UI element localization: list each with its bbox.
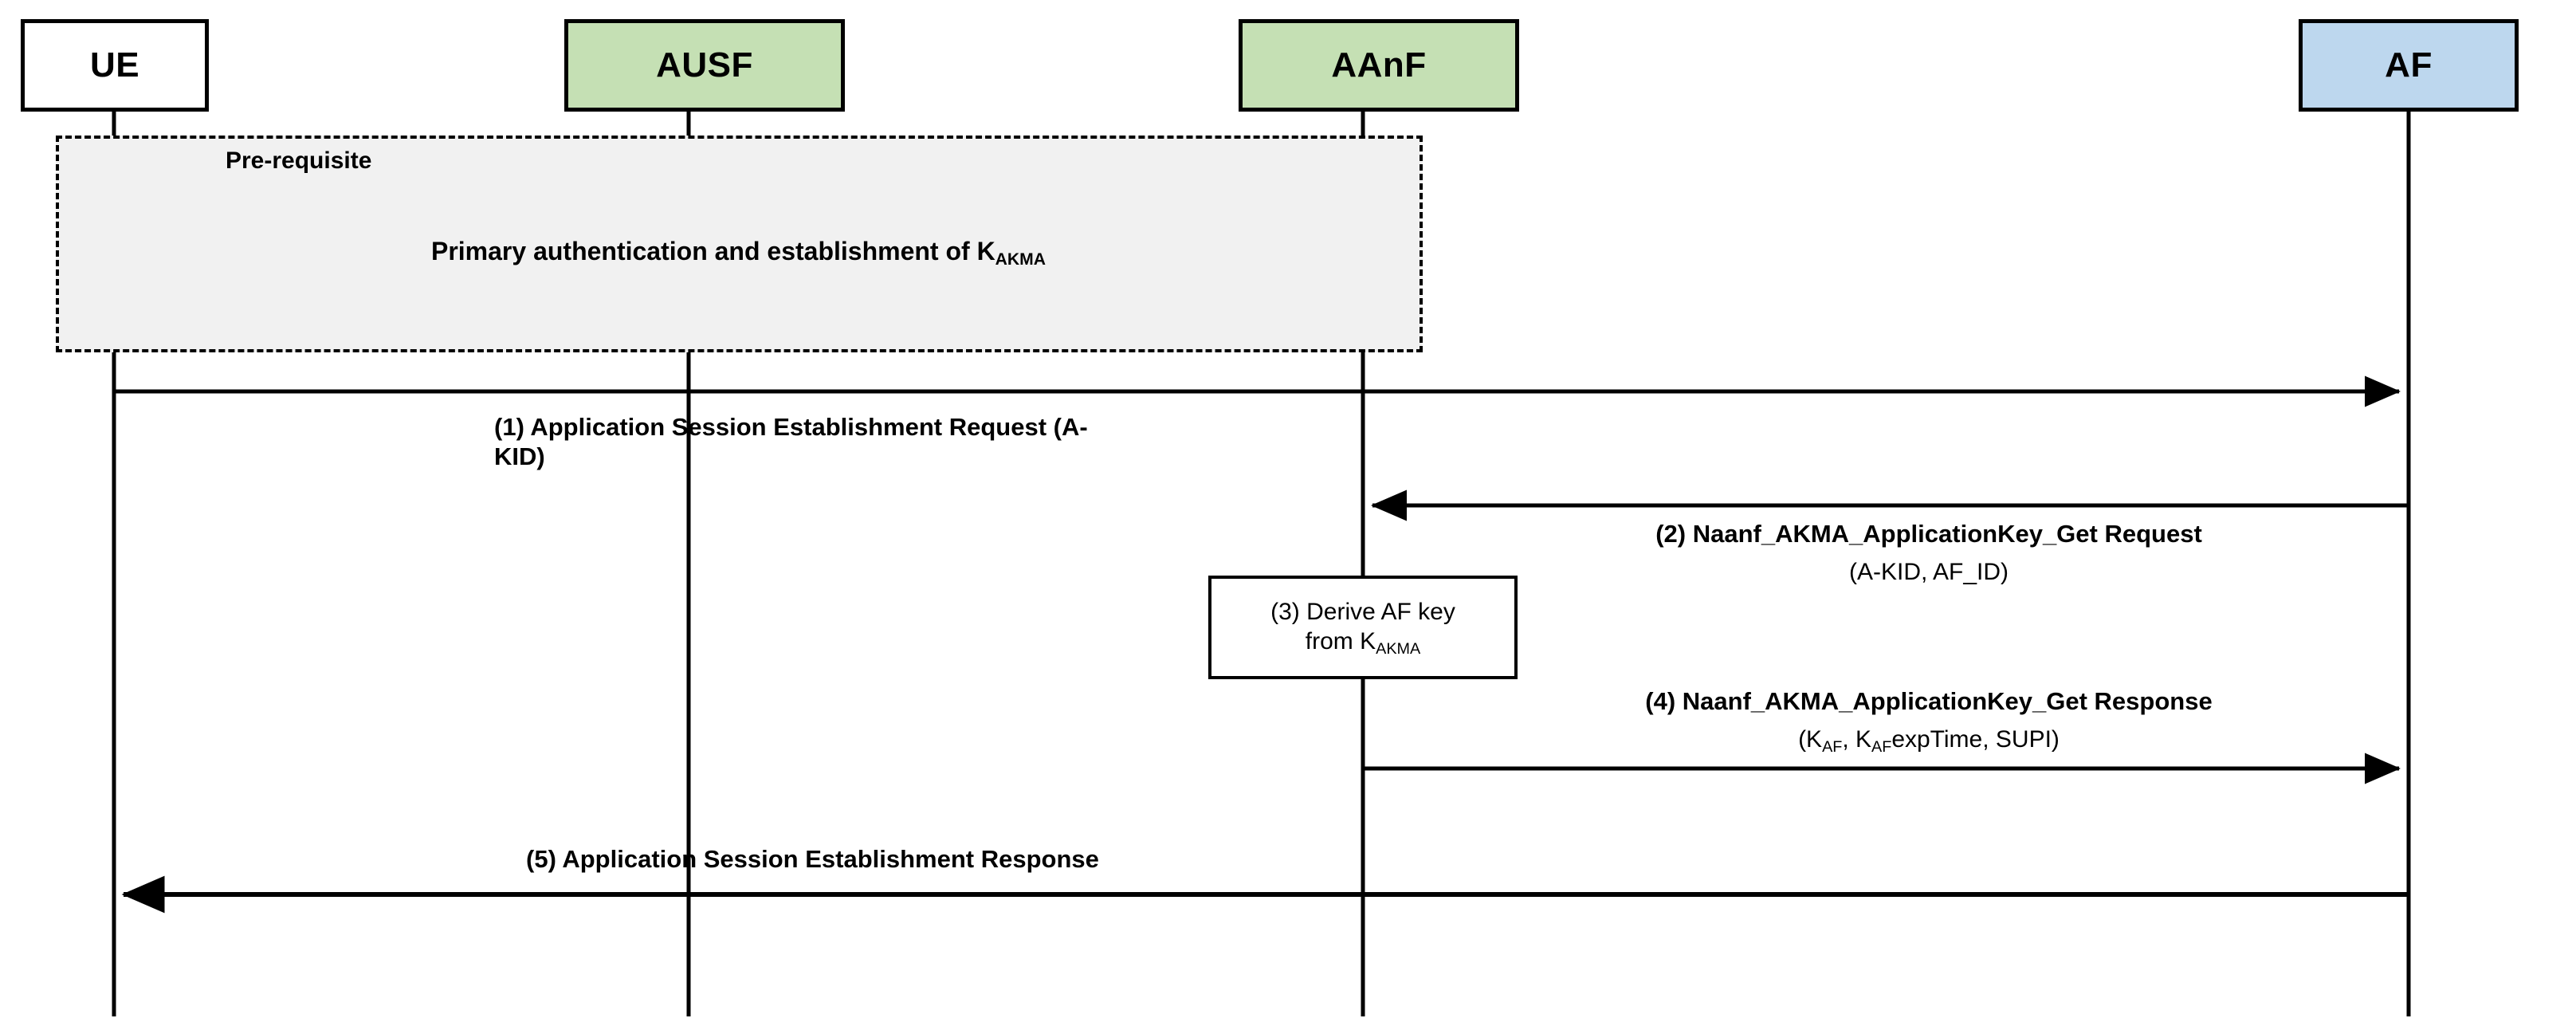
- message-params-4-sub2: AF: [1871, 737, 1892, 756]
- message-params-4-sub1: AF: [1822, 737, 1843, 756]
- note-text: (3) Derive AF key from KAKMA: [1266, 598, 1460, 658]
- actor-label-af: AF: [2385, 45, 2433, 85]
- message-params-4: (KAF, KAFexpTime, SUPI): [1459, 725, 2399, 756]
- note-text-line1: (3) Derive AF key: [1270, 599, 1455, 626]
- actor-label-ue: UE: [89, 45, 140, 85]
- note-text-line2-prefix: from K: [1305, 628, 1376, 654]
- prerequisite-arrow-label-main: Primary authentication and establishment…: [430, 237, 995, 265]
- prerequisite-title: Pre-requisite: [226, 147, 372, 174]
- message-params-4-mid: , K: [1842, 726, 1872, 753]
- prerequisite-frame: [56, 136, 1423, 352]
- message-label-1: (1) Application Session Establishment Re…: [494, 413, 1299, 471]
- message-label-1-line2: KID): [494, 442, 545, 470]
- actor-box-aanf[interactable]: AAnF: [1239, 19, 1519, 112]
- message-label-5: (5) Application Session Establishment Re…: [526, 845, 1099, 873]
- message-params-4-prefix: (K: [1798, 726, 1823, 753]
- message-label-1-line1: (1) Application Session Establishment Re…: [494, 413, 1088, 441]
- prerequisite-arrow-label-sub: AKMA: [995, 250, 1046, 269]
- message-label-2: (2) Naanf_AKMA_ApplicationKey_Get Reques…: [1655, 520, 2202, 548]
- message-params-4-suffix: expTime, SUPI): [1891, 726, 2060, 753]
- actor-box-ue[interactable]: UE: [21, 19, 209, 112]
- actor-box-ausf[interactable]: AUSF: [564, 19, 845, 112]
- message-params-2: (A-KID, AF_ID): [1848, 559, 2009, 585]
- message-label-4: (4) Naanf_AKMA_ApplicationKey_Get Respon…: [1645, 687, 2213, 715]
- actor-label-aanf: AAnF: [1331, 45, 1427, 85]
- note-text-line2: from KAKMA: [1270, 627, 1455, 658]
- note-text-line2-sub: AKMA: [1376, 639, 1421, 658]
- actor-label-ausf: AUSF: [656, 45, 753, 85]
- prerequisite-arrow-label: Primary authentication and establishment…: [186, 237, 1291, 269]
- actor-box-af[interactable]: AF: [2299, 19, 2519, 112]
- note-box-derive-af-key: (3) Derive AF key from KAKMA: [1208, 576, 1518, 679]
